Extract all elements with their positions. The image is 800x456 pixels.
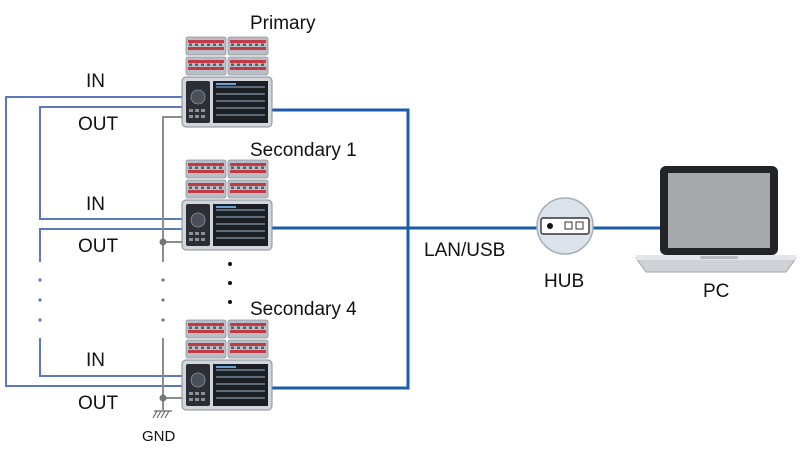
junction-dot [159,238,167,246]
device-label-secondary-4: Secondary 4 [250,299,357,320]
laptop-icon [635,166,797,273]
chain-dot [161,318,165,322]
device-ellipsis [228,262,232,304]
ground-wiring [159,116,188,410]
out-label: OUT [78,236,119,257]
device-label-primary: Primary [250,13,316,34]
in-label: IN [86,71,105,92]
chain-dot [38,278,42,282]
link-label: LAN/USB [424,240,506,261]
out-label: OUT [78,114,119,135]
device-secondary-4 [181,319,273,411]
in-wire-outer [5,96,188,387]
chain-dot [161,278,165,282]
device-secondary-1 [181,159,273,251]
hub-label: HUB [544,271,585,292]
signal-wiring [5,96,188,387]
pc-label: PC [703,281,730,302]
hub-icon [536,197,594,255]
junction-dot [159,394,167,402]
out-wire-secondary1 [39,228,188,262]
chain-dot [38,318,42,322]
in-wire-secondary4 [39,338,188,377]
lan-wiring [270,108,660,390]
device-primary [181,36,273,128]
lan-bus [270,108,410,390]
ground-label: GND [142,428,176,445]
in-label: IN [86,194,105,215]
ground-wire-primary [162,116,188,262]
chain-dot [38,298,42,302]
out-label: OUT [78,393,119,414]
chain-dot [161,298,165,302]
out-wire-primary [39,106,188,220]
device-label-secondary-1: Secondary 1 [250,140,357,161]
in-label: IN [86,350,105,371]
ground-icon [152,410,172,419]
